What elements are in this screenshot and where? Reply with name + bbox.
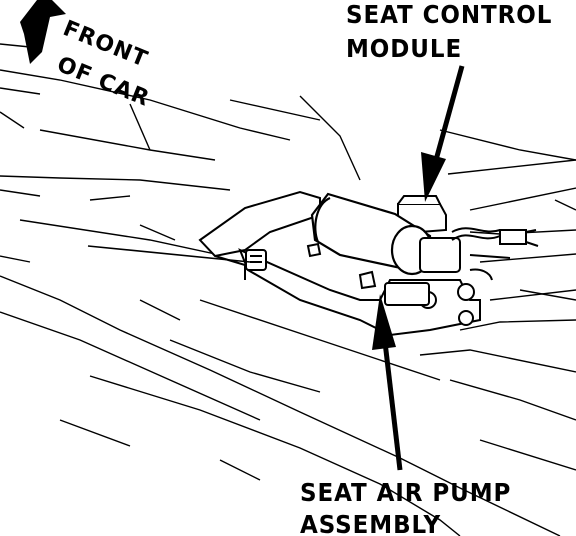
front-direction-arrow [20,0,66,64]
air-pump-cylinder [310,192,434,276]
pump-end-hardware [306,237,475,326]
air-hose-connector [451,227,539,281]
pump-callout-arrow [372,294,403,471]
mounting-bracket [198,190,481,337]
pump-callout-line2: ASSEMBLY [300,510,442,536]
module-callout-arrow [421,65,465,202]
module-callout-line1: SEAT CONTROL [346,0,553,29]
left-leader-line [87,245,251,263]
bracket-clip [245,249,267,271]
module-callout-line2: MODULE [346,34,463,63]
pump-callout-line1: SEAT AIR PUMP [300,478,512,507]
